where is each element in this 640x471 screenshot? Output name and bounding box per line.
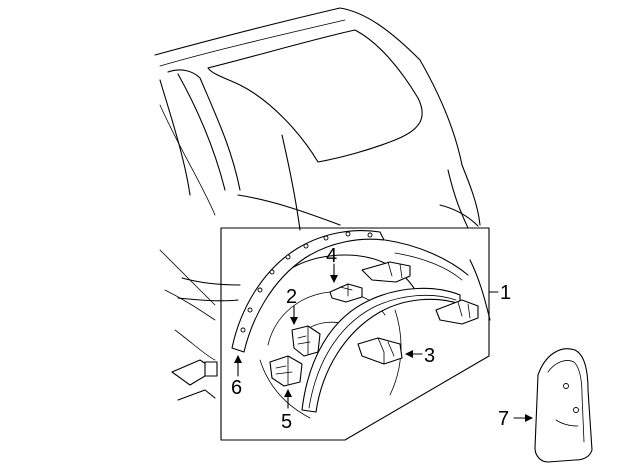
clip-part-4 bbox=[329, 283, 363, 303]
callout-7: 7 bbox=[498, 408, 509, 430]
bracket-part-3 bbox=[357, 337, 403, 365]
callout-2: 2 bbox=[286, 286, 297, 308]
clip-part-2 bbox=[291, 325, 321, 357]
wheel-molding-strip bbox=[231, 230, 385, 353]
clip-part-5 bbox=[269, 355, 303, 387]
bracket-upper-right bbox=[361, 261, 411, 283]
leader-lines bbox=[234, 263, 533, 422]
callout-3: 3 bbox=[424, 345, 435, 367]
mud-flap bbox=[534, 348, 593, 463]
vehicle-body-outline bbox=[154, 7, 491, 401]
callout-5: 5 bbox=[281, 411, 292, 433]
bracket-right bbox=[435, 299, 479, 325]
callout-4: 4 bbox=[326, 245, 337, 267]
callout-1: 1 bbox=[500, 282, 511, 304]
detail-box bbox=[220, 227, 490, 441]
callout-6: 6 bbox=[231, 377, 242, 399]
